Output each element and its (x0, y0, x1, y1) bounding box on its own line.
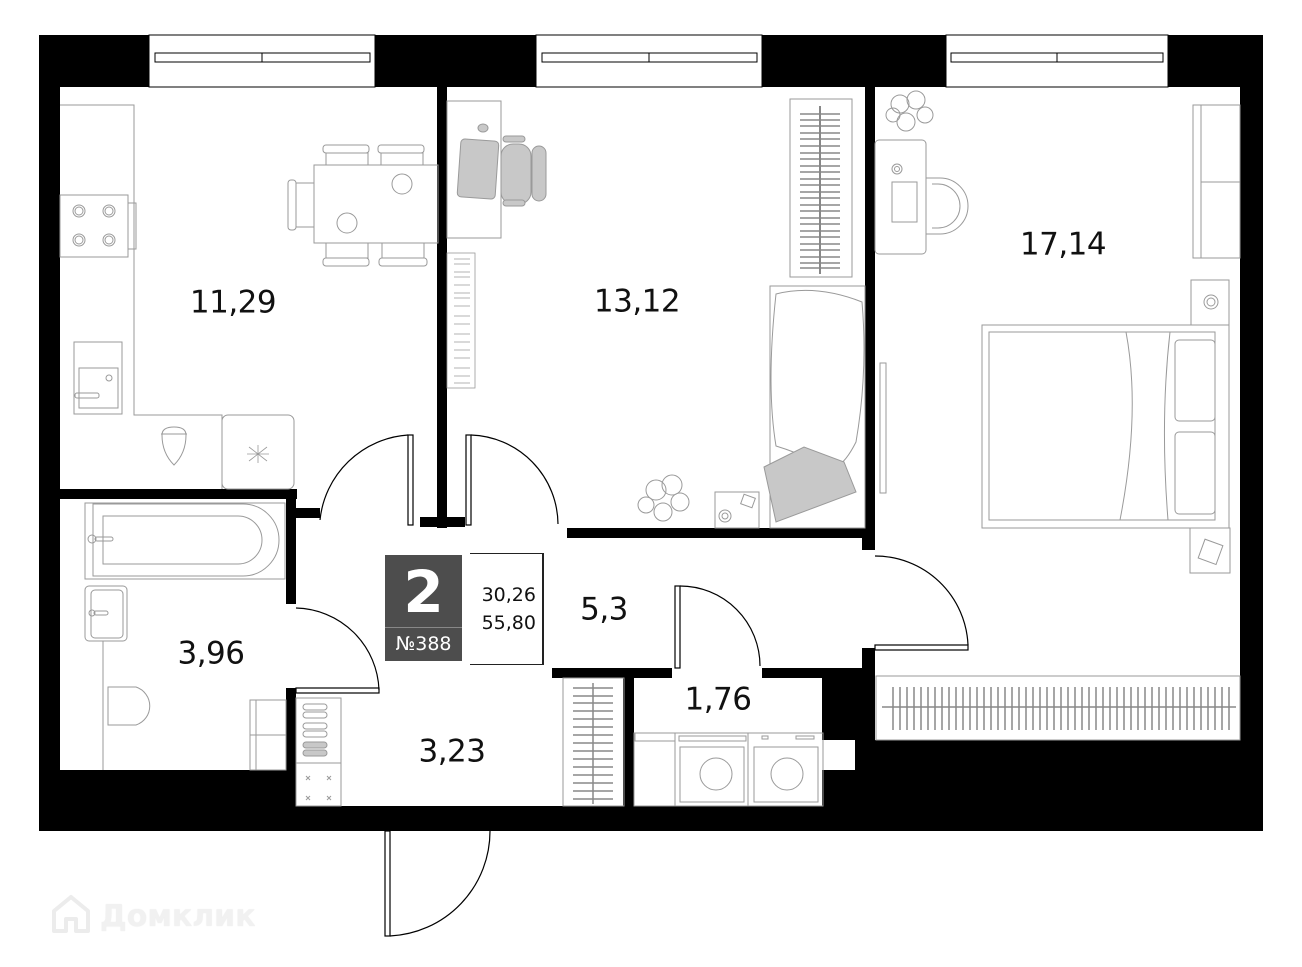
room-area-corridor: 5,3 (580, 591, 628, 628)
wardrobe-bedroom-large (1192, 104, 1241, 259)
sink (84, 585, 128, 770)
radiator-bedroom-large (875, 675, 1241, 741)
desk-bedroom-small (446, 100, 547, 239)
door-entrance (384, 830, 491, 937)
closet-wardrobe (562, 677, 625, 807)
wardrobe-bedroom-small (789, 98, 853, 278)
window-bedroom-large (945, 34, 1169, 88)
desk-bedroom-large (874, 139, 969, 255)
apartment-badge: 2 №388 (385, 555, 462, 661)
total-area: 55,80 (481, 612, 536, 634)
door-kitchen (319, 434, 414, 526)
room-area-entrance: 3,23 (418, 733, 486, 770)
door-bedroom-small (465, 434, 559, 526)
watermark-brand: Домклик (100, 898, 256, 934)
badge-divider (385, 627, 462, 628)
double-bed (879, 279, 1231, 574)
window-bedroom-small (535, 34, 763, 88)
shoe-rack (295, 697, 342, 807)
bathroom-cabinet (249, 699, 287, 771)
room-area-kitchen: 11,29 (189, 284, 277, 321)
plant-small (637, 474, 690, 522)
furniture (59, 90, 1241, 807)
laundry-appliances (633, 732, 824, 807)
door-bedroom-large (874, 555, 969, 651)
rooms-count: 2 (403, 558, 444, 626)
windows (148, 34, 1169, 88)
nightstand-small (714, 491, 760, 529)
house-logo-icon (52, 895, 90, 933)
door-laundry (674, 585, 761, 669)
room-area-laundry: 1,76 (684, 681, 752, 718)
interior-walls (60, 87, 875, 831)
bathtub (84, 502, 286, 580)
window-kitchen (148, 34, 376, 88)
kitchen-counter (59, 104, 295, 490)
living-area: 30,26 (481, 584, 536, 606)
room-floors (60, 87, 1240, 806)
dining-table (287, 144, 439, 267)
plant-large (885, 90, 934, 132)
door-bathroom (295, 607, 380, 694)
bookshelf (446, 252, 476, 389)
single-bed (763, 285, 866, 529)
toilet (107, 686, 151, 726)
doors (295, 434, 969, 937)
apartment-number: №388 (395, 633, 452, 655)
area-summary: 30,26 55,80 (470, 553, 544, 665)
watermark: Домклик (48, 893, 256, 939)
room-area-bedroom-large: 17,14 (1019, 226, 1107, 263)
room-area-bedroom-small: 13,12 (593, 283, 681, 320)
room-area-bathroom: 3,96 (177, 635, 245, 672)
